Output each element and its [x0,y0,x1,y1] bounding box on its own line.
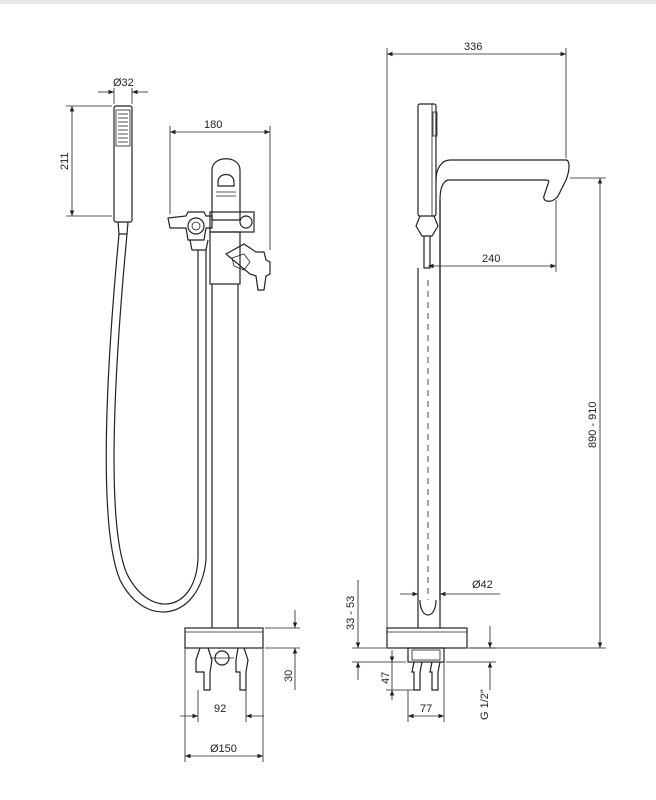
side-view: 336 240 890 - 910 Ø42 33 - 53 [345,41,606,722]
dim-base-height: 30 [265,610,300,690]
dim-pipe-depth: 47 [380,650,414,700]
front-view: Ø32 211 180 30 92 [59,77,300,762]
label-total-width: 336 [464,41,482,53]
label-pipe-depth: 47 [380,672,392,684]
top-edge [0,0,656,4]
mixer-body [209,158,271,291]
dim-spout-reach-front: 180 [169,119,271,250]
dim-inlet-spacing-side: 77 [407,662,445,722]
side-hand-shower [415,103,439,269]
dim-total-width: 336 [386,41,567,628]
dim-total-height: 890 - 910 [470,177,606,649]
base-plate [184,627,264,649]
label-base-height: 30 [283,670,295,682]
label-shower-diameter: Ø32 [113,77,134,89]
dim-base-diameter: Ø150 [184,648,264,762]
side-connectors [407,647,445,691]
label-shower-height: 211 [59,152,71,170]
label-spout-reach-front: 180 [204,119,222,131]
label-column-diameter: Ø42 [472,579,493,591]
dim-thread: G 1/2" [446,626,496,720]
column [211,284,239,628]
dim-shower-diameter: Ø32 [98,77,148,104]
dim-base-adjust: 33 - 53 [345,580,406,680]
shower-holder [167,211,213,251]
hose-outer [105,233,207,613]
side-spout [435,159,570,600]
side-column [417,200,441,628]
label-base-adjust: 33 - 53 [345,596,357,630]
label-inlet-spacing-side: 77 [420,703,432,715]
label-base-diameter: Ø150 [210,743,237,755]
inlet-connectors [195,647,249,691]
hose-inner [113,233,199,605]
dim-spout-reach-side: 240 [428,200,557,272]
dim-shower-height: 211 [59,105,112,217]
shower-nozzle-grid [118,113,128,143]
label-thread: G 1/2" [479,689,491,720]
hand-shower [113,105,133,235]
side-base-plate [386,627,468,649]
label-inlet-spacing: 92 [214,703,226,715]
dim-inlet-spacing: 92 [180,690,264,722]
label-spout-reach-side: 240 [482,253,500,265]
dim-column-diameter: Ø42 [400,579,500,597]
label-total-height: 890 - 910 [587,402,599,448]
